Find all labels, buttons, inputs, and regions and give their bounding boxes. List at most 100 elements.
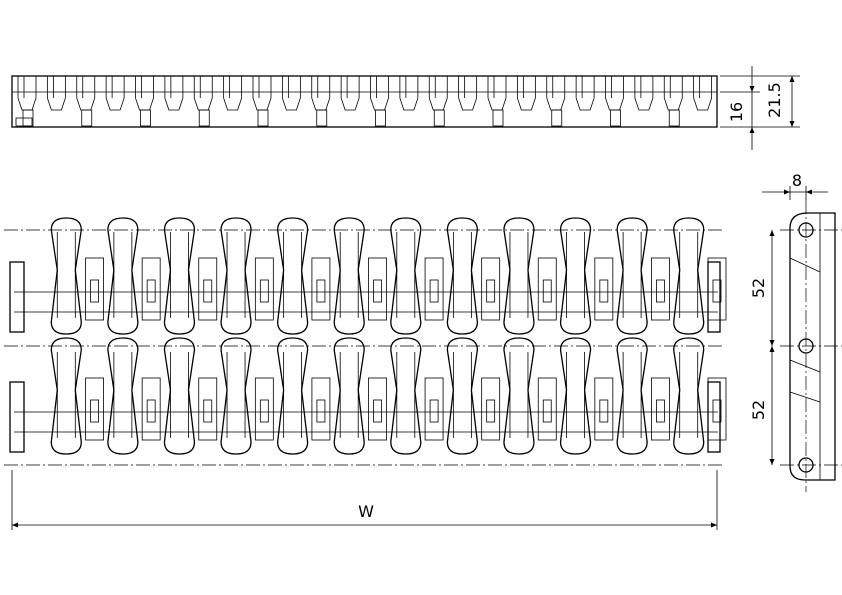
link-slot [259,399,269,423]
profile-web [668,109,680,127]
link-bar [424,377,444,441]
dim-arrow [769,340,775,346]
link-bar [141,377,161,441]
link-slot [90,279,99,303]
link-outline [220,337,252,455]
link-outline [390,217,422,335]
link-bar [311,257,331,321]
link-outline [163,217,196,335]
profile-v-notch [370,97,389,111]
dim-arrow [749,127,755,133]
link-slot [146,279,156,303]
link-outline [446,337,479,455]
link-slot [712,399,722,423]
dim-label-52-upper: 52 [749,278,768,298]
profile-web [257,109,269,127]
link-outline [503,217,535,335]
link-bar [481,377,501,441]
profile-v-notch [546,97,566,111]
profile-v-notch [340,97,360,111]
profile-web [375,109,386,127]
link-bar [368,377,387,441]
profile-v-notch [663,97,683,111]
profile-v-notch [399,97,419,111]
section-detail [789,391,821,403]
belt-edge-left [9,261,25,333]
link-slot [542,399,552,423]
dim-label-52-lower: 52 [749,400,768,420]
link-bar [254,377,274,441]
profile-v-notch [634,97,654,111]
dim-label-16: 16 [727,102,746,122]
link-outline [559,217,592,335]
profile-web [22,109,34,127]
dim-arrow [806,189,812,195]
link-slot [656,279,665,303]
link-outline [163,337,196,455]
link-outline [616,337,648,455]
profile-web [316,109,328,127]
link-bar [537,257,557,321]
link-slot [203,279,213,303]
profile-web [81,109,93,127]
link-slot [599,279,609,303]
profile-v-notch [76,97,96,111]
belt-edge-right [707,261,721,333]
link-outline [50,337,82,455]
dim-arrow [749,86,755,92]
link-bar [424,257,444,321]
link-slot [146,399,156,423]
link-slot [203,399,213,423]
profile-v-notch [223,97,243,111]
link-outline [276,217,309,335]
link-bar [198,257,218,321]
link-outline [333,337,365,455]
belt-side-section [780,200,842,492]
dim-arrow [769,346,775,352]
profile-end-slot [15,117,33,127]
profile-v-notch [516,97,536,111]
belt-side-profile [11,75,718,128]
profile-v-notch [164,97,184,111]
link-outline [616,217,648,335]
profile-v-notch [46,97,66,111]
link-bar [85,257,104,321]
link-slot [259,279,269,303]
link-slot [316,279,326,303]
link-slot [486,279,496,303]
dim-arrow [784,189,790,195]
link-slot [486,399,496,423]
link-bar [651,257,670,321]
profile-web [492,109,504,127]
profile-web [198,109,210,127]
profile-v-notch [311,97,331,111]
dim-label-8: 8 [792,171,802,190]
profile-web [433,109,445,127]
dim-arrow [711,522,717,528]
profile-v-notch [252,97,272,111]
profile-v-notch [487,97,507,111]
link-outline [107,217,139,335]
link-outline [559,337,592,455]
profile-outline [11,75,718,128]
link-slot [90,399,99,423]
link-bar [651,377,670,441]
link-outline [673,217,705,335]
link-slot [316,399,326,423]
link-bar [707,377,727,441]
link-bar [537,377,557,441]
link-slot [712,279,722,303]
link-slot [429,279,439,303]
link-outline [390,337,422,455]
link-bar [594,377,614,441]
link-outline [220,217,252,335]
profile-v-notch [281,97,301,111]
dim-arrow [789,76,795,82]
section-outline [789,212,836,481]
link-outline [446,217,479,335]
link-bar [481,257,501,321]
profile-v-notch [458,97,478,111]
link-outline [50,217,82,335]
link-outline [107,337,139,455]
